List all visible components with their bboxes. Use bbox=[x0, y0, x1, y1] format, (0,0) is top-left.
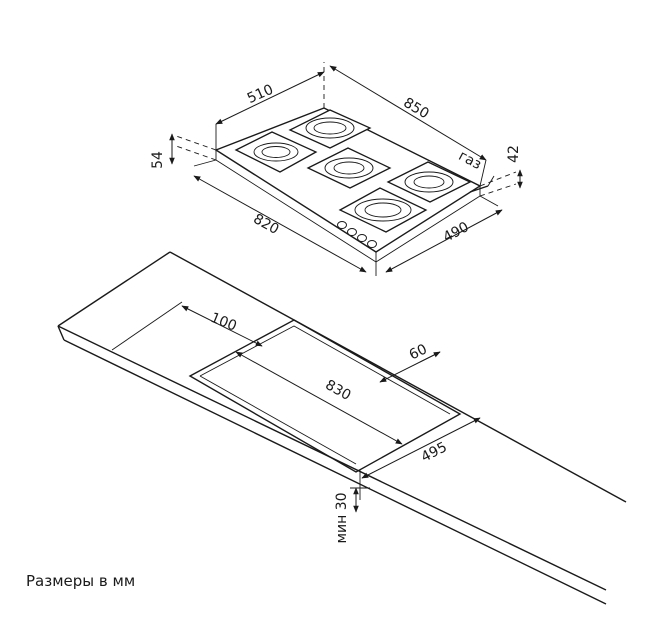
gas-label: газ bbox=[456, 148, 484, 173]
dim-label-60: 60 bbox=[407, 341, 430, 363]
dim-label-490: 490 bbox=[441, 219, 472, 246]
units-caption: Размеры в мм bbox=[26, 572, 136, 590]
gas-connection bbox=[469, 175, 495, 193]
burner-center bbox=[306, 147, 392, 189]
burner-rear-left bbox=[288, 109, 372, 149]
worktop bbox=[57, 251, 627, 605]
dim-line-820 bbox=[193, 175, 367, 273]
dim-label-54: 54 bbox=[150, 151, 166, 169]
dim-label-100: 100 bbox=[208, 310, 239, 335]
dim-line-850 bbox=[329, 65, 487, 161]
dim-label-830: 830 bbox=[322, 377, 353, 404]
burner-front-left bbox=[234, 131, 318, 173]
dim-label-min30: мин 30 bbox=[334, 492, 350, 543]
dim-label-42: 42 bbox=[506, 145, 522, 163]
dim-label-510: 510 bbox=[245, 82, 276, 107]
dim-label-495: 495 bbox=[419, 439, 450, 465]
dim-label-820: 820 bbox=[250, 211, 281, 238]
dim-line-100 bbox=[181, 305, 263, 347]
burner-rear-right bbox=[386, 161, 472, 203]
dim-line-495 bbox=[361, 417, 481, 479]
dim-line-490 bbox=[385, 209, 503, 273]
dim-line-510 bbox=[215, 71, 325, 125]
control-knobs bbox=[337, 221, 377, 248]
